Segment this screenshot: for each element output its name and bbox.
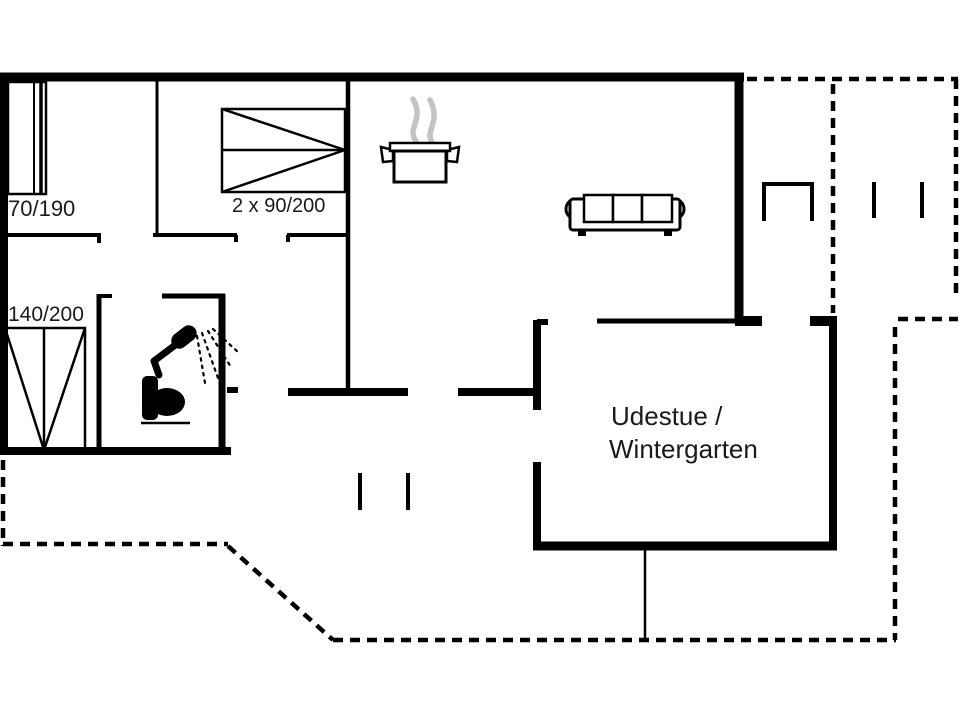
steam-icon [410,96,437,147]
udestue-room-label-line2: Wintergarten [609,434,758,464]
double-bed-icon [220,107,347,194]
cooking-pot-icon [379,141,461,184]
sofa-icon [564,193,686,236]
toilet-icon [141,376,190,425]
interior-walls [0,78,351,390]
exterior-walls [0,72,762,455]
terrace-table-icon [762,182,814,221]
udestue-room-label-line1: Udestue / [611,401,723,431]
bed-2x90-200-label: 2 x 90/200 [232,195,326,217]
double-bed-140-icon [3,326,87,452]
terrace-dashed-outline [0,76,959,643]
bed-70-190-label: 70/190 [8,196,76,221]
single-bed-icon [6,80,48,196]
shower-icon [150,325,241,385]
bed-140-200-label: 140/200 [8,303,84,326]
terrace-posts [358,182,924,510]
udestue-walls [533,316,837,640]
bathroom-walls [96,293,238,453]
